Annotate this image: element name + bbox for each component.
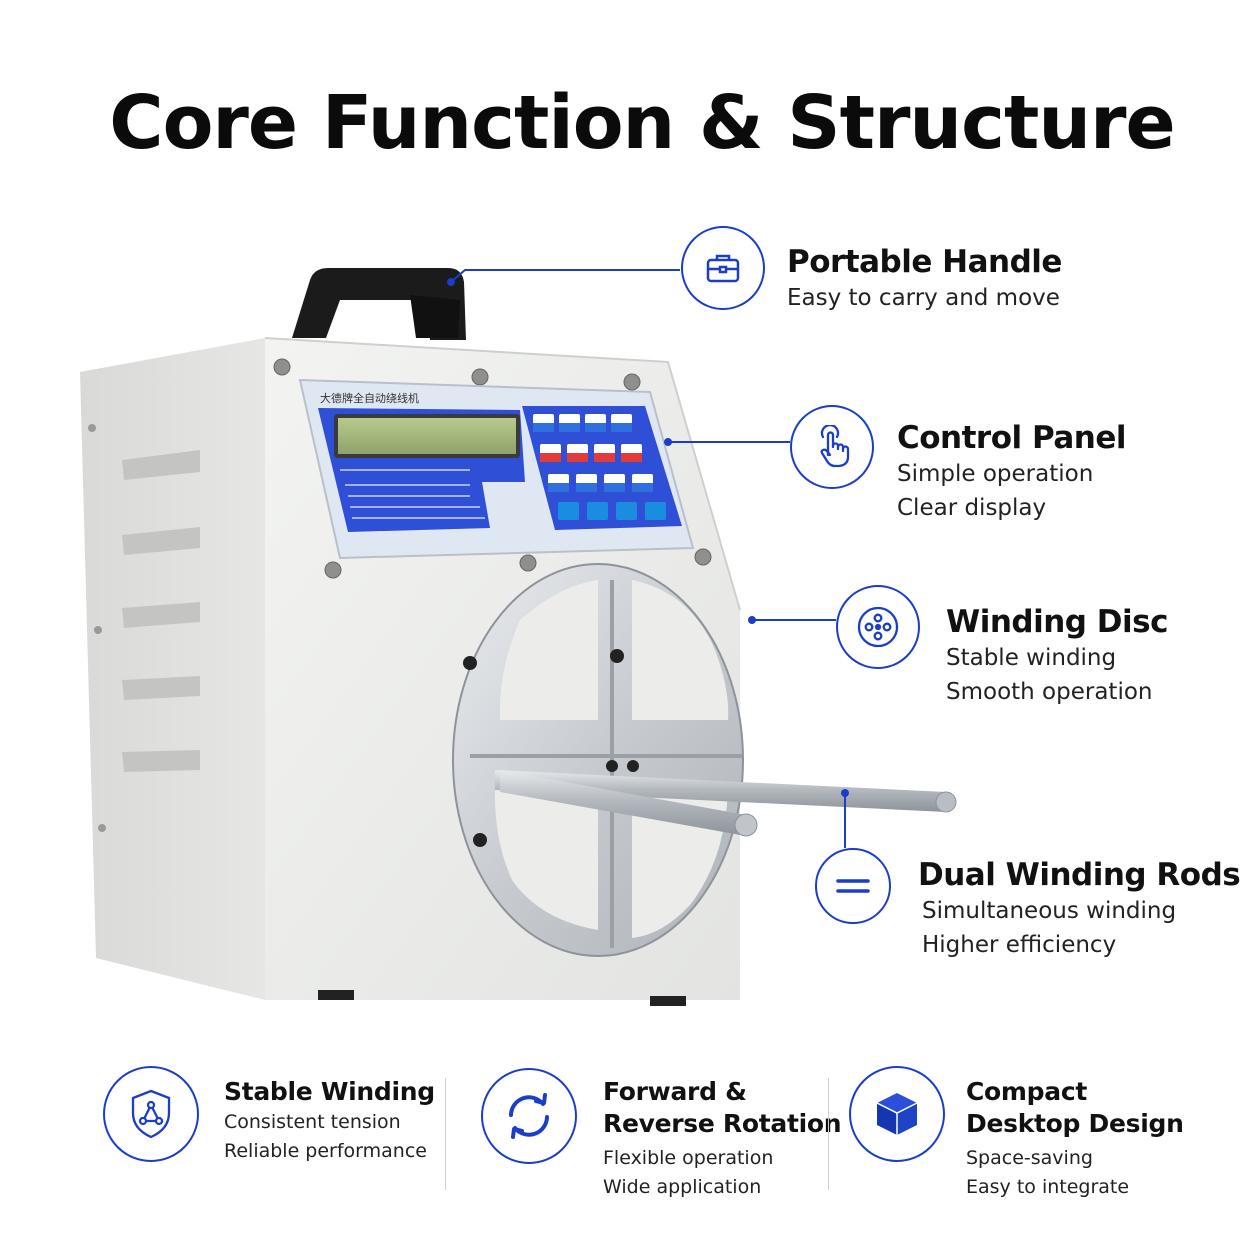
shield-icon (103, 1066, 199, 1162)
bottom-feature-title: Compact (966, 1077, 1088, 1106)
rods-icon (815, 848, 891, 924)
keypad-key-label (567, 453, 588, 462)
bottom-feature-line: Consistent tension (224, 1111, 401, 1133)
keypad-key-label (585, 423, 606, 432)
bottom-feature-line: Reliable performance (224, 1140, 427, 1162)
keypad-key-label (559, 423, 580, 432)
feature-line: Smooth operation (946, 679, 1153, 706)
keypad-key-label (594, 453, 615, 462)
feature-line: Clear display (897, 495, 1047, 522)
keypad-key-label (576, 483, 597, 492)
keypad-key-label (548, 483, 569, 492)
winding-disc (452, 563, 744, 957)
control-keypad (522, 406, 682, 530)
feature-portable-handle: Portable Handle Easy to carry and move (787, 244, 1062, 315)
feature-line: Simple operation (897, 461, 1094, 488)
keypad-key-label (604, 483, 625, 492)
briefcase-icon (681, 226, 765, 310)
callout-lines (447, 269, 849, 848)
feature-title: Winding Disc (946, 604, 1168, 640)
bottom-feature-line: Flexible operation (603, 1147, 774, 1169)
keypad-key-label (540, 453, 561, 462)
side-vents (122, 450, 200, 772)
bottom-feature-title: Reverse Rotation (603, 1109, 842, 1138)
winding-rods (495, 770, 957, 837)
feature-line: Easy to carry and move (787, 285, 1060, 312)
divider (445, 1078, 446, 1190)
feature-title: Dual Winding Rods (918, 857, 1241, 893)
disc-icon (836, 585, 920, 669)
cube-icon (849, 1066, 945, 1162)
keypad-key-label (632, 483, 653, 492)
keypad-key (587, 502, 608, 520)
bottom-feature-title: Desktop Design (966, 1109, 1184, 1138)
feature-line: Simultaneous winding (922, 898, 1177, 925)
feature-line: Stable winding (946, 645, 1117, 672)
bottom-feature-line: Easy to integrate (966, 1176, 1130, 1198)
page-title: Core Function & Structure (109, 80, 1175, 166)
keypad-key (558, 502, 579, 520)
keypad-key (616, 502, 637, 520)
machine-side (80, 338, 265, 1000)
feature-dual-winding-rods: Dual Winding Rods Simultaneous winding H… (918, 857, 1241, 962)
rotation-icon (481, 1068, 577, 1164)
keypad-key-label (611, 423, 632, 432)
keypad-key (645, 502, 666, 520)
panel-header: 大德牌全自动绕线机 (320, 391, 419, 405)
bottom-feature-rotation: Forward & Reverse Rotation Flexible oper… (603, 1076, 842, 1202)
divider (828, 1078, 829, 1190)
bottom-feature-compact: Compact Desktop Design Space-saving Easy… (966, 1076, 1184, 1202)
feature-winding-disc: Winding Disc Stable winding Smooth opera… (946, 604, 1168, 709)
bottom-feature-stable-winding: Stable Winding Consistent tension Reliab… (224, 1076, 435, 1166)
keypad-key-label (621, 453, 642, 462)
bottom-feature-title: Stable Winding (224, 1077, 435, 1106)
bottom-feature-line: Space-saving (966, 1147, 1093, 1169)
feature-line: Higher efficiency (922, 932, 1117, 959)
feature-title: Control Panel (897, 420, 1126, 456)
feature-title: Portable Handle (787, 244, 1062, 280)
touch-hand-icon (790, 405, 874, 489)
handle (292, 268, 466, 340)
bottom-feature-line: Wide application (603, 1176, 762, 1198)
keypad-key-label (533, 423, 554, 432)
lcd-display (338, 418, 516, 454)
feature-control-panel: Control Panel Simple operation Clear dis… (897, 420, 1126, 525)
bottom-feature-title: Forward & (603, 1077, 747, 1106)
